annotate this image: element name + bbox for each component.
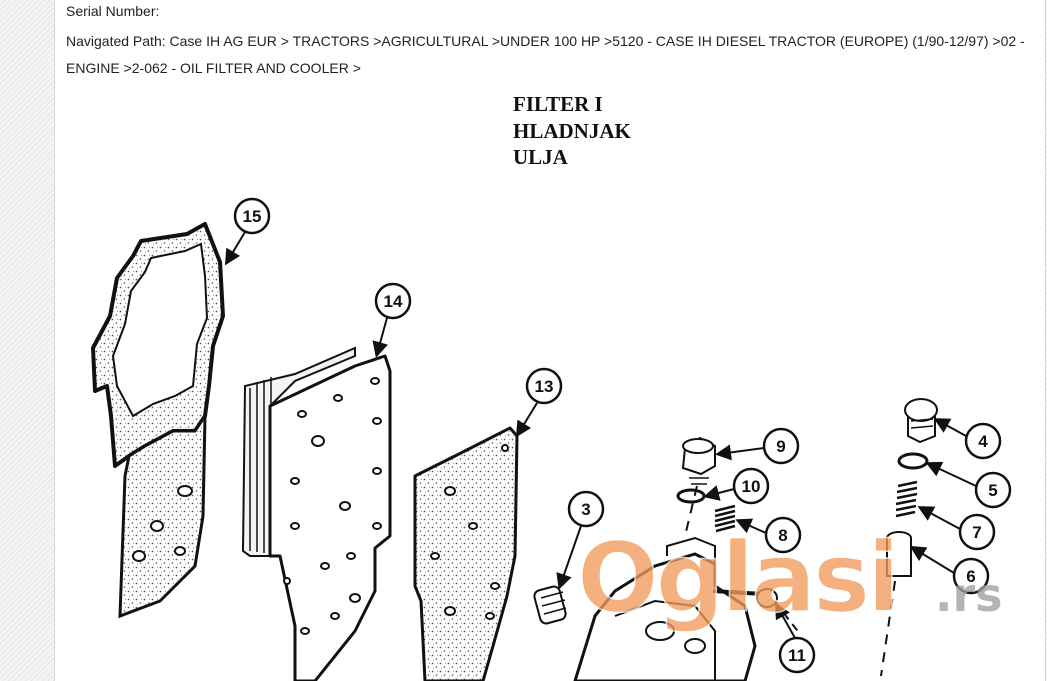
part-7-spring (895, 480, 918, 518)
part-6-piston (880, 531, 912, 677)
part-8-spring (714, 504, 736, 533)
document-page: Serial Number: Navigated Path: Case IH A… (54, 0, 1046, 681)
oil-filter-cooler-diagram: FILTER I HLADNJAK ULJA (91, 92, 1012, 681)
part-3-relief-valve (533, 585, 567, 625)
callout-11: 11 (788, 646, 806, 665)
part-4-plug (904, 398, 938, 444)
diagram-title-line-3: ULJA (513, 145, 569, 169)
callout-13: 13 (535, 377, 554, 396)
watermark-brand: Oglasi (577, 522, 897, 634)
callout-5: 5 (988, 481, 997, 500)
filter-housing (573, 536, 757, 681)
part-13-gasket (413, 426, 519, 681)
diagram-title-line-1: FILTER I (513, 92, 603, 116)
serial-number-label: Serial Number: (66, 3, 160, 19)
callout-14: 14 (384, 292, 403, 311)
navigated-path: Navigated Path: Case IH AG EUR > TRACTOR… (66, 33, 1025, 76)
diagram-title-line-2: HLADNJAK (513, 119, 632, 143)
callout-9: 9 (776, 437, 785, 456)
callout-3: 3 (581, 500, 590, 519)
part-9-plug (681, 436, 716, 537)
callout-7: 7 (972, 523, 981, 542)
callout-15: 15 (243, 207, 262, 226)
part-14-oil-cooler (241, 346, 392, 681)
watermark-suffix: .rs (935, 568, 1003, 622)
callout-10: 10 (742, 477, 761, 496)
part-5-o-ring (897, 452, 929, 470)
part-10-o-ring (676, 488, 706, 504)
callout-6: 6 (966, 567, 975, 586)
oglasi-watermark: Oglasi .rs (576, 521, 1003, 635)
callout-8: 8 (778, 526, 787, 545)
part-15-gasket (91, 222, 225, 619)
callout-4: 4 (978, 432, 988, 451)
